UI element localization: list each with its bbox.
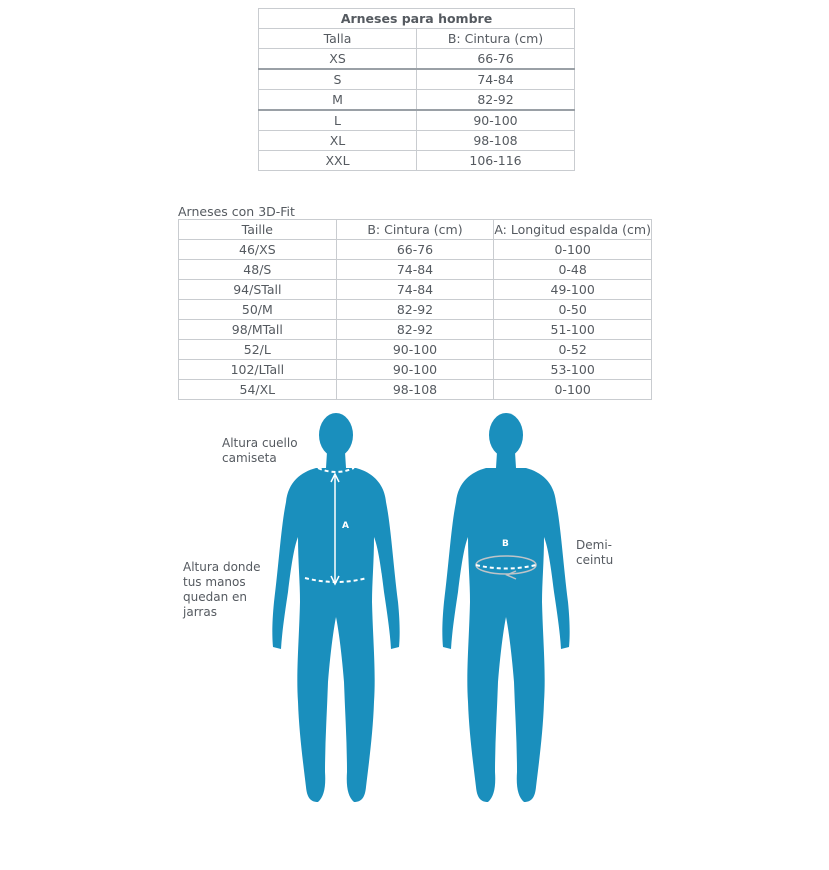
front-view-figure [442, 413, 570, 802]
cell-size: 54/XL [178, 379, 337, 400]
label-demi-waist: Demi- ceintu [576, 538, 613, 568]
rotate-arrow-icon [505, 570, 517, 580]
label-hands-line: Altura donde [183, 560, 261, 574]
label-neck-line: camiseta [222, 451, 277, 465]
header-waist: B: Cintura (cm) [416, 28, 575, 49]
cell-back-length: 49-100 [493, 279, 652, 300]
waist-line-front [475, 564, 537, 570]
table-row: XXL 106-116 [258, 150, 575, 171]
label-demi-line: Demi- [576, 538, 612, 552]
men-harness-size-table: Arneses para hombre Talla B: Cintura (cm… [258, 8, 575, 171]
arrow-up-icon [330, 472, 340, 483]
cell-waist: 66-76 [416, 48, 575, 70]
table-row: XS 66-76 [258, 48, 575, 70]
table-header-row: Talla B: Cintura (cm) [258, 28, 575, 49]
marker-a: A [342, 521, 349, 531]
cell-size: 94/STall [178, 279, 337, 300]
3d-fit-size-table: Taille B: Cintura (cm) A: Longitud espal… [178, 219, 652, 400]
table-row: 102/LTall 90-100 53-100 [178, 359, 652, 380]
label-neck-line: Altura cuello [222, 436, 298, 450]
label-hands-line: quedan en [183, 590, 247, 604]
label-neck-height: Altura cuello camiseta [222, 436, 298, 466]
back-view-figure [272, 413, 400, 802]
label-hands-height: Altura donde tus manos quedan en jarras [183, 560, 261, 620]
cell-waist: 106-116 [416, 150, 575, 171]
table-row: S 74-84 [258, 68, 575, 90]
table-row: M 82-92 [258, 89, 575, 111]
label-demi-line: ceintu [576, 553, 614, 567]
table-title-3d-fit: Arneses con 3D-Fit [178, 204, 295, 219]
neck-line [317, 467, 355, 473]
cell-waist: 82-92 [416, 89, 575, 111]
cell-size: M [258, 89, 417, 111]
cell-size: XS [258, 48, 417, 70]
cell-back-length: 0-100 [493, 379, 652, 400]
marker-b: B [502, 539, 509, 549]
cell-back-length: 53-100 [493, 359, 652, 380]
label-hands-line: tus manos [183, 575, 246, 589]
table-row: XL 98-108 [258, 130, 575, 151]
table-row: 48/S 74-84 0-48 [178, 259, 652, 280]
cell-size: XXL [258, 150, 417, 171]
table-row: 54/XL 98-108 0-100 [178, 379, 652, 400]
label-hands-line: jarras [183, 605, 217, 619]
cell-size: 102/LTall [178, 359, 337, 380]
cell-waist: 90-100 [335, 339, 495, 360]
arrow-down-icon [330, 575, 340, 586]
table-row: 94/STall 74-84 49-100 [178, 279, 652, 300]
table-header-row: Taille B: Cintura (cm) A: Longitud espal… [178, 219, 652, 240]
cell-waist: 66-76 [335, 239, 495, 260]
table-row: L 90-100 [258, 109, 575, 131]
cell-waist: 98-108 [335, 379, 495, 400]
cell-waist: 98-108 [416, 130, 575, 151]
table-row: 46/XS 66-76 0-100 [178, 239, 652, 260]
